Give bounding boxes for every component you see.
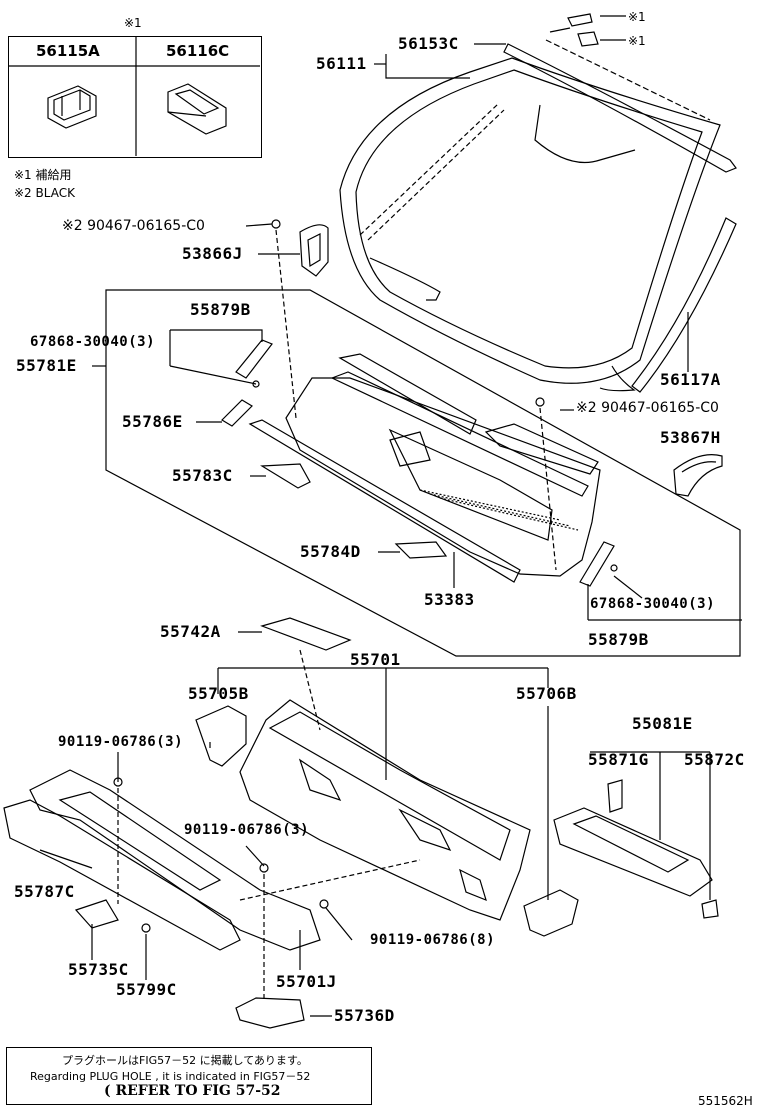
inset-mark: ※1	[124, 16, 142, 30]
lower-reinforcement-drawing	[3, 769, 321, 951]
note-japanese: プラグホールはFIG57－52 に掲載してあります。	[62, 1054, 308, 1067]
part-label[interactable]: 55736D	[334, 1006, 395, 1025]
part-label[interactable]: 55735C	[68, 960, 129, 979]
part-label[interactable]: 55871G	[588, 750, 649, 769]
part-label[interactable]: 55879B	[588, 630, 649, 649]
part-label[interactable]: ※2 90467-06165-C0	[62, 218, 205, 234]
part-label[interactable]: 55799C	[116, 980, 177, 999]
clip-56116c-drawing	[167, 83, 227, 135]
windshield-glass-drawing	[339, 57, 721, 384]
part-label[interactable]: 53383	[424, 590, 475, 609]
part-label[interactable]: 55872C	[684, 750, 745, 769]
part-label[interactable]: 55742A	[160, 622, 221, 641]
cowl-louver-drawing	[248, 353, 601, 583]
part-label[interactable]: 55786E	[122, 412, 183, 431]
part-label[interactable]: 56117A	[660, 370, 721, 389]
part-label[interactable]: 55781E	[16, 356, 77, 375]
part-label[interactable]: 55879B	[190, 300, 251, 319]
supply-mark: ※1	[628, 34, 646, 48]
part-label[interactable]: ※2 90467-06165-C0	[576, 400, 719, 416]
cowl-side-left-drawing	[299, 224, 329, 277]
diagram-code: 551562H	[698, 1094, 753, 1108]
part-label[interactable]: 55081E	[632, 714, 693, 733]
part-label[interactable]: 55783C	[172, 466, 233, 485]
part-label[interactable]: 56153C	[398, 34, 459, 53]
note-english: Regarding PLUG HOLE , it is indicated in…	[30, 1070, 311, 1083]
clip-56115a-drawing	[47, 85, 97, 129]
part-label[interactable]: 90119-06786(3)	[58, 734, 184, 750]
part-label[interactable]: 67868-30040(3)	[590, 596, 716, 612]
inset-col2-header: 56116C	[166, 42, 230, 60]
part-label[interactable]: 55787C	[14, 882, 75, 901]
inset-supply-parts-box	[8, 36, 262, 158]
legend-note-2: ※2 BLACK	[14, 186, 75, 200]
part-label[interactable]: 55701	[350, 650, 401, 669]
part-label[interactable]: 55705B	[188, 684, 249, 703]
plug-hole-note-box	[6, 1047, 372, 1105]
inset-col1-header: 56115A	[36, 42, 100, 60]
part-label[interactable]: 90119-06786(3)	[184, 822, 310, 838]
part-label[interactable]: 56111	[316, 54, 367, 73]
cowl-panel-drawing	[239, 699, 531, 921]
part-label[interactable]: 53866J	[182, 244, 243, 263]
legend-note-1: ※1 補給用	[14, 168, 72, 182]
part-label[interactable]: 67868-30040(3)	[30, 334, 156, 350]
supply-mark: ※1	[628, 10, 646, 24]
part-label[interactable]: 55706B	[516, 684, 577, 703]
part-label[interactable]: 55701J	[276, 972, 337, 991]
part-label[interactable]: 53867H	[660, 428, 721, 447]
cowl-side-right-drawing	[673, 454, 723, 497]
part-label[interactable]: 90119-06786(8)	[370, 932, 496, 948]
part-label[interactable]: 55784D	[300, 542, 361, 561]
figure-reference[interactable]: ( REFER TO FIG 57-52	[104, 1083, 281, 1099]
